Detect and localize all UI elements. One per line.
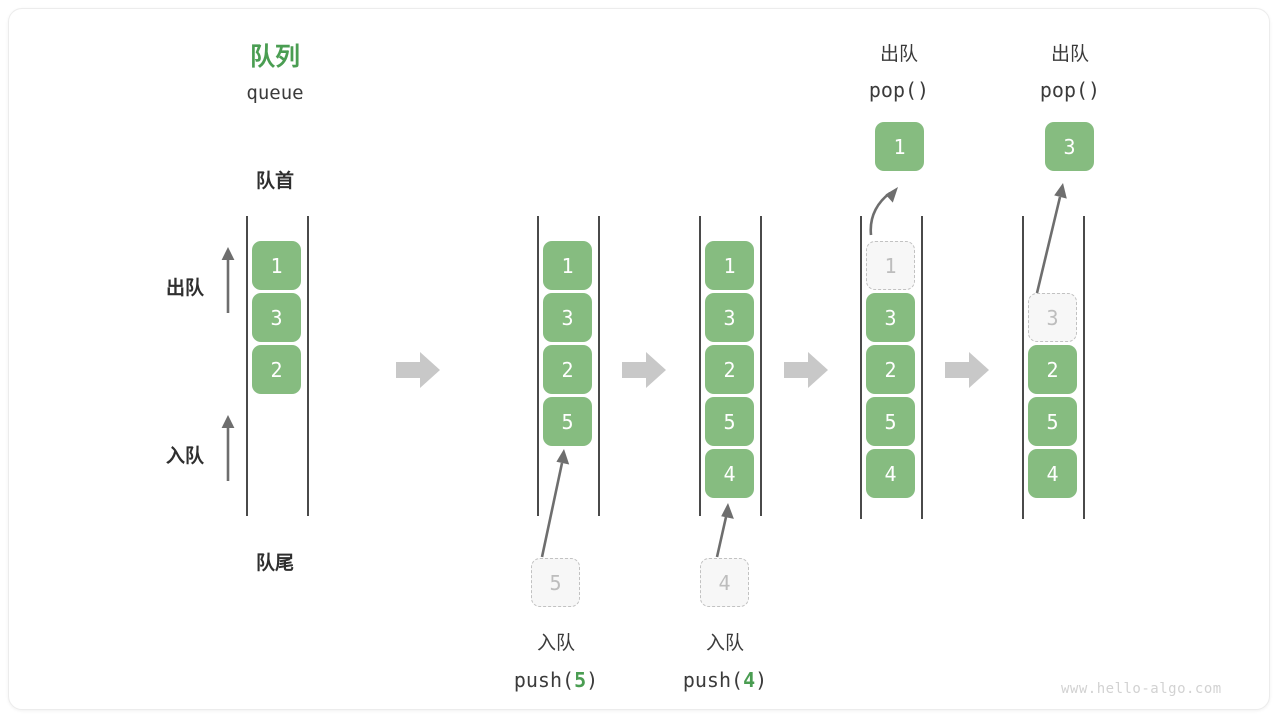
push-code-prefix: push(	[682, 668, 744, 692]
incoming-ghost-cell: 5	[531, 558, 580, 607]
push-caption-code-5: push(5)	[486, 670, 626, 690]
step-arrow-icon-2	[622, 352, 666, 388]
push-code-suffix: )	[755, 668, 768, 692]
queue-rail-left	[699, 216, 701, 516]
queue-rail-right	[1083, 216, 1085, 519]
popped-cell: 1	[875, 122, 924, 171]
step-arrow-icon-4	[945, 352, 989, 388]
queue-back-label: 队尾	[255, 553, 294, 574]
push-caption-code-4: push(4)	[655, 670, 795, 690]
pop-arrow-icon-1	[869, 187, 898, 236]
queue-cell: 4	[866, 449, 915, 498]
queue-cell: 5	[1028, 397, 1077, 446]
queue-cell: 2	[705, 345, 754, 394]
step-arrow-icon-1	[396, 352, 440, 388]
popped-cell: 3	[1045, 122, 1094, 171]
pop-header-code-1: pop()	[868, 78, 930, 102]
queue-column-initial: 1 3 2	[246, 216, 310, 516]
queue-rail-right	[921, 216, 923, 519]
queue-cell: 2	[252, 345, 301, 394]
queue-rail-left	[537, 216, 539, 516]
up-arrow-icon-dequeue	[221, 247, 235, 313]
push-caption-cn-5: 入队	[536, 633, 575, 654]
queue-cell: 3	[705, 293, 754, 342]
queue-cell: 2	[1028, 345, 1077, 394]
queue-cell: 5	[705, 397, 754, 446]
push-code-prefix: push(	[513, 668, 575, 692]
queue-column-pop-3: 3 2 5 4	[1022, 216, 1086, 519]
up-arrow-icon-enqueue	[221, 415, 235, 481]
incoming-ghost-cell: 4	[700, 558, 749, 607]
pop-header-cn-3: 出队	[1050, 44, 1089, 65]
queue-cell: 3	[866, 293, 915, 342]
page-title-en: queue	[246, 82, 304, 104]
queue-cell: 2	[543, 345, 592, 394]
queue-rail-right	[760, 216, 762, 516]
diagram-card: 队列 queue 队首 队尾 出队 入队 1 3 2 1 3 2 5	[8, 8, 1270, 710]
queue-cell: 3	[543, 293, 592, 342]
queue-column-pop-1: 1 3 2 5 4	[860, 216, 924, 519]
queue-rail-left	[1022, 216, 1024, 519]
push-code-value: 4	[743, 668, 756, 692]
push-caption-cn-4: 入队	[705, 633, 744, 654]
queue-cell-ghost: 1	[866, 241, 915, 290]
queue-rail-right	[307, 216, 309, 516]
pop-header-cn-1: 出队	[879, 44, 918, 65]
queue-cell-ghost: 3	[1028, 293, 1077, 342]
queue-cell: 1	[543, 241, 592, 290]
queue-rail-right	[598, 216, 600, 516]
queue-rail-left	[860, 216, 862, 519]
push-code-value: 5	[574, 668, 587, 692]
queue-cell: 2	[866, 345, 915, 394]
pop-arrow-icon-3	[1035, 183, 1067, 294]
push-arrow-icon-4	[715, 503, 734, 558]
step-arrow-icon-3	[784, 352, 828, 388]
queue-cell: 4	[705, 449, 754, 498]
queue-cell: 4	[1028, 449, 1077, 498]
queue-cell: 5	[866, 397, 915, 446]
queue-cell: 5	[543, 397, 592, 446]
queue-cell: 1	[252, 241, 301, 290]
pop-header-code-3: pop()	[1039, 78, 1101, 102]
queue-cell: 3	[252, 293, 301, 342]
queue-column-push-5: 1 3 2 5	[537, 216, 601, 516]
page-title-cn: 队列	[249, 43, 300, 71]
queue-rail-left	[246, 216, 248, 516]
queue-cell: 1	[705, 241, 754, 290]
queue-column-push-4: 1 3 2 5 4	[699, 216, 763, 516]
push-arrow-icon-5	[540, 449, 570, 558]
dequeue-side-label: 出队	[165, 278, 204, 299]
queue-front-label: 队首	[255, 171, 294, 192]
watermark: www.hello-algo.com	[1061, 681, 1222, 697]
enqueue-side-label: 入队	[165, 446, 204, 467]
push-code-suffix: )	[586, 668, 599, 692]
